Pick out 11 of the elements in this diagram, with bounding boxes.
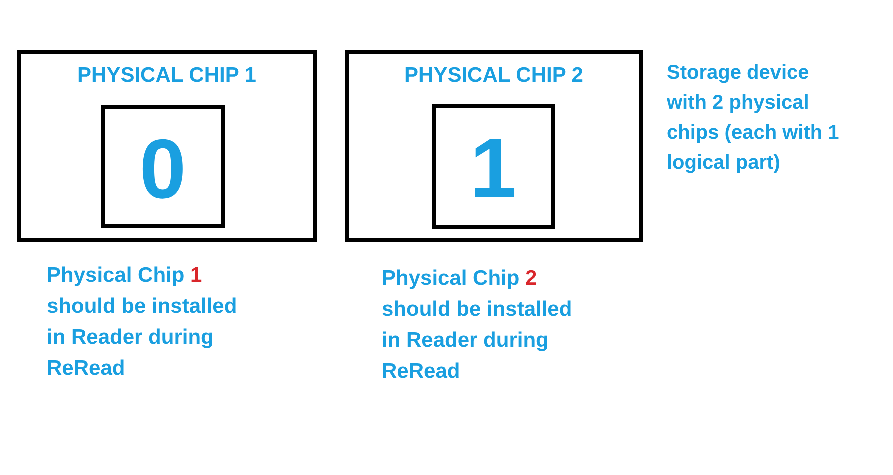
chip-title: PHYSICAL CHIP 2 (404, 64, 584, 88)
logical-part-box (432, 104, 555, 229)
part-number: 1 (469, 120, 518, 217)
description-note: Storage device with 2 physical chips (each with 1 logical part) (667, 61, 840, 176)
chip-note: Physical Chip 1 should be installed in Reader during ReRead (47, 263, 238, 382)
chip-box (345, 50, 643, 242)
logical-part-box (101, 105, 225, 228)
chip-box (17, 50, 317, 242)
chip-title: PHYSICAL CHIP 1 (76, 64, 258, 88)
chip-note: Physical Chip 2 should be installed in Reader during ReRead (382, 266, 574, 385)
part-number: 0 (138, 121, 188, 218)
